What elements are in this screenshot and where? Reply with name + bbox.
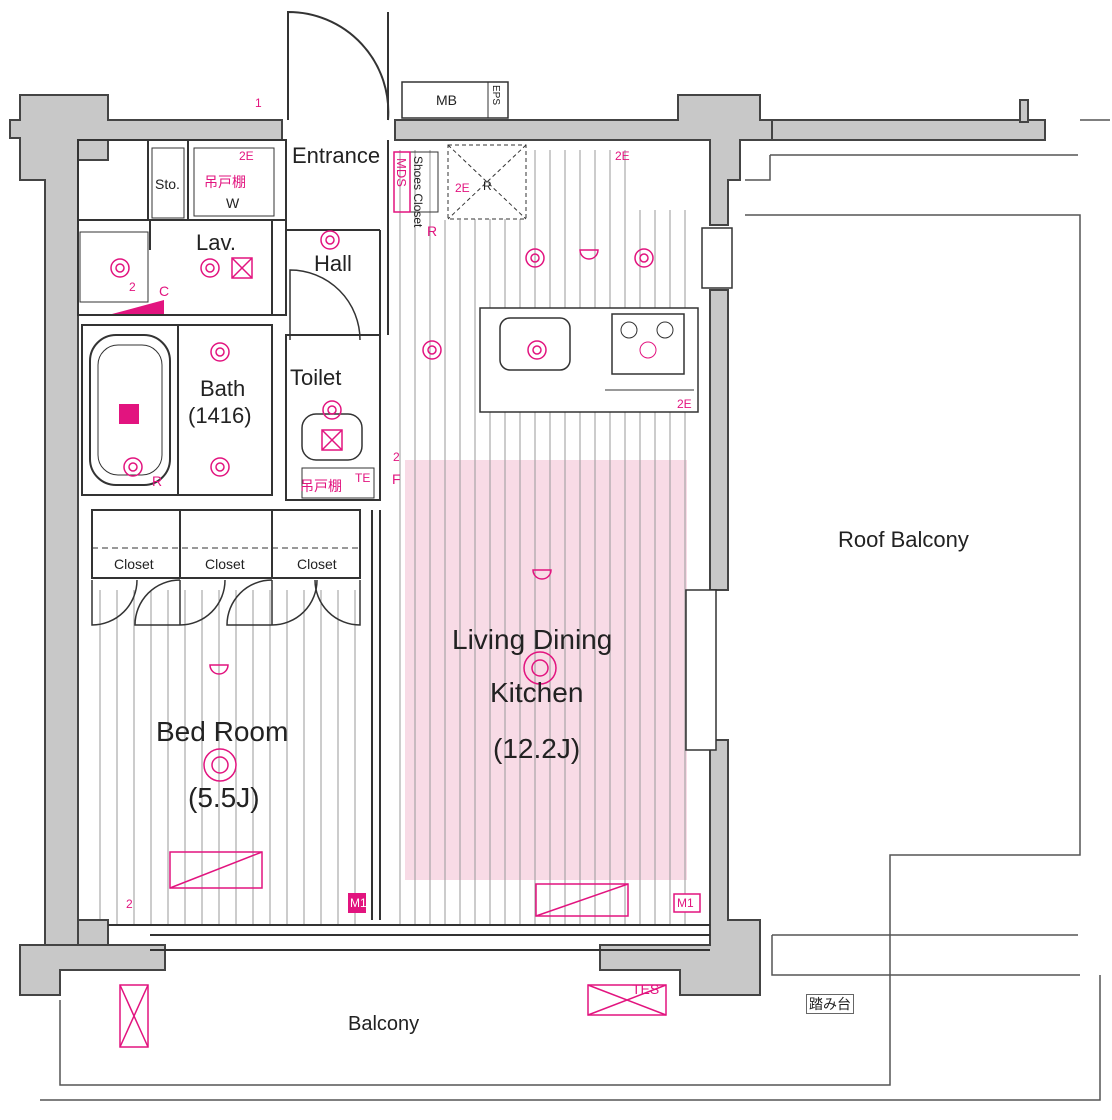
mb-label: MB <box>436 92 457 108</box>
roof-balcony-outline <box>40 119 1110 1101</box>
marker-2b: 2 <box>393 450 400 464</box>
closet-3-label: Closet <box>297 556 337 572</box>
walls <box>9 94 1046 996</box>
roof-balcony-label: Roof Balcony <box>838 527 969 552</box>
hanging-shelf-label-2: 吊戸棚 <box>300 478 342 494</box>
m1-marker-left <box>348 893 366 913</box>
r-marker-3: R <box>483 179 492 193</box>
r-marker-1: R <box>427 223 438 239</box>
marker-2e-c: 2E <box>455 181 470 195</box>
bath-label: Bath <box>200 376 246 401</box>
m1-label-right: M1 <box>677 896 694 910</box>
bedroom-floorboards <box>99 590 356 925</box>
lDK-window <box>685 227 733 751</box>
shoes-closet-label: Shoes Closet <box>411 156 425 228</box>
hanging-shelf-label-1: 吊戸棚 <box>204 174 246 190</box>
ldk-highlight <box>405 460 687 880</box>
marker-2a: 2 <box>129 280 136 294</box>
closet-2-label: Closet <box>205 556 245 572</box>
c-marker: C <box>159 283 170 299</box>
toilet-label: Toilet <box>290 365 342 390</box>
washer-label: W <box>226 195 240 211</box>
lav-corner-marker <box>112 300 164 314</box>
marker-2e-d: 2E <box>677 397 692 411</box>
washbasin <box>79 231 149 303</box>
bath-vent-icon <box>119 404 139 424</box>
ldk-size-label: (12.2J) <box>493 733 581 764</box>
marker-2e-b: 2E <box>615 149 630 163</box>
ldk-label-line2: Kitchen <box>490 677 584 708</box>
step-label: 踏み台 <box>806 994 854 1014</box>
m1-label-left: M1 <box>350 896 367 910</box>
eps-label: EPS <box>490 85 501 106</box>
storage-label: Sto. <box>155 176 180 192</box>
r-marker-2: R <box>152 473 163 489</box>
hall-door <box>289 269 361 341</box>
marker-2e-a: 2E <box>239 149 254 163</box>
meter-box <box>401 81 509 119</box>
bed-room-size-label: (5.5J) <box>188 782 260 813</box>
ldk-label-line1: Living Dining <box>452 624 613 655</box>
kitchen-stove <box>611 313 685 375</box>
closet-1-label: Closet <box>114 556 154 572</box>
toilet-bowl <box>301 413 363 461</box>
bathtub <box>89 334 171 486</box>
mds-label: MDS <box>394 158 409 187</box>
balcony-label: Balcony <box>348 1013 420 1035</box>
f-marker: F <box>392 471 401 487</box>
kitchen-sink <box>499 317 571 371</box>
bath-size-label: (1416) <box>188 403 252 428</box>
tes-label: TES <box>632 981 660 997</box>
m1-marker-right <box>673 893 701 913</box>
electrical-markers <box>110 151 667 1048</box>
closet-doors <box>91 579 361 626</box>
marker-1: 1 <box>255 96 262 110</box>
ldk-floorboards <box>399 150 686 925</box>
interior-walls <box>77 139 710 951</box>
washer-space <box>193 147 275 217</box>
entrance-label: Entrance <box>292 143 381 168</box>
bed-room-label: Bed Room <box>156 716 289 747</box>
lav-label: Lav. <box>196 230 236 255</box>
burner-right-icon <box>656 321 674 339</box>
marker-2c: 2 <box>126 897 133 911</box>
burner-center-icon <box>639 341 657 359</box>
entrance-door <box>287 10 390 121</box>
te-marker: TE <box>355 471 371 485</box>
storage-box <box>151 147 185 219</box>
hall-label: Hall <box>314 251 352 276</box>
burner-left-icon <box>620 321 638 339</box>
